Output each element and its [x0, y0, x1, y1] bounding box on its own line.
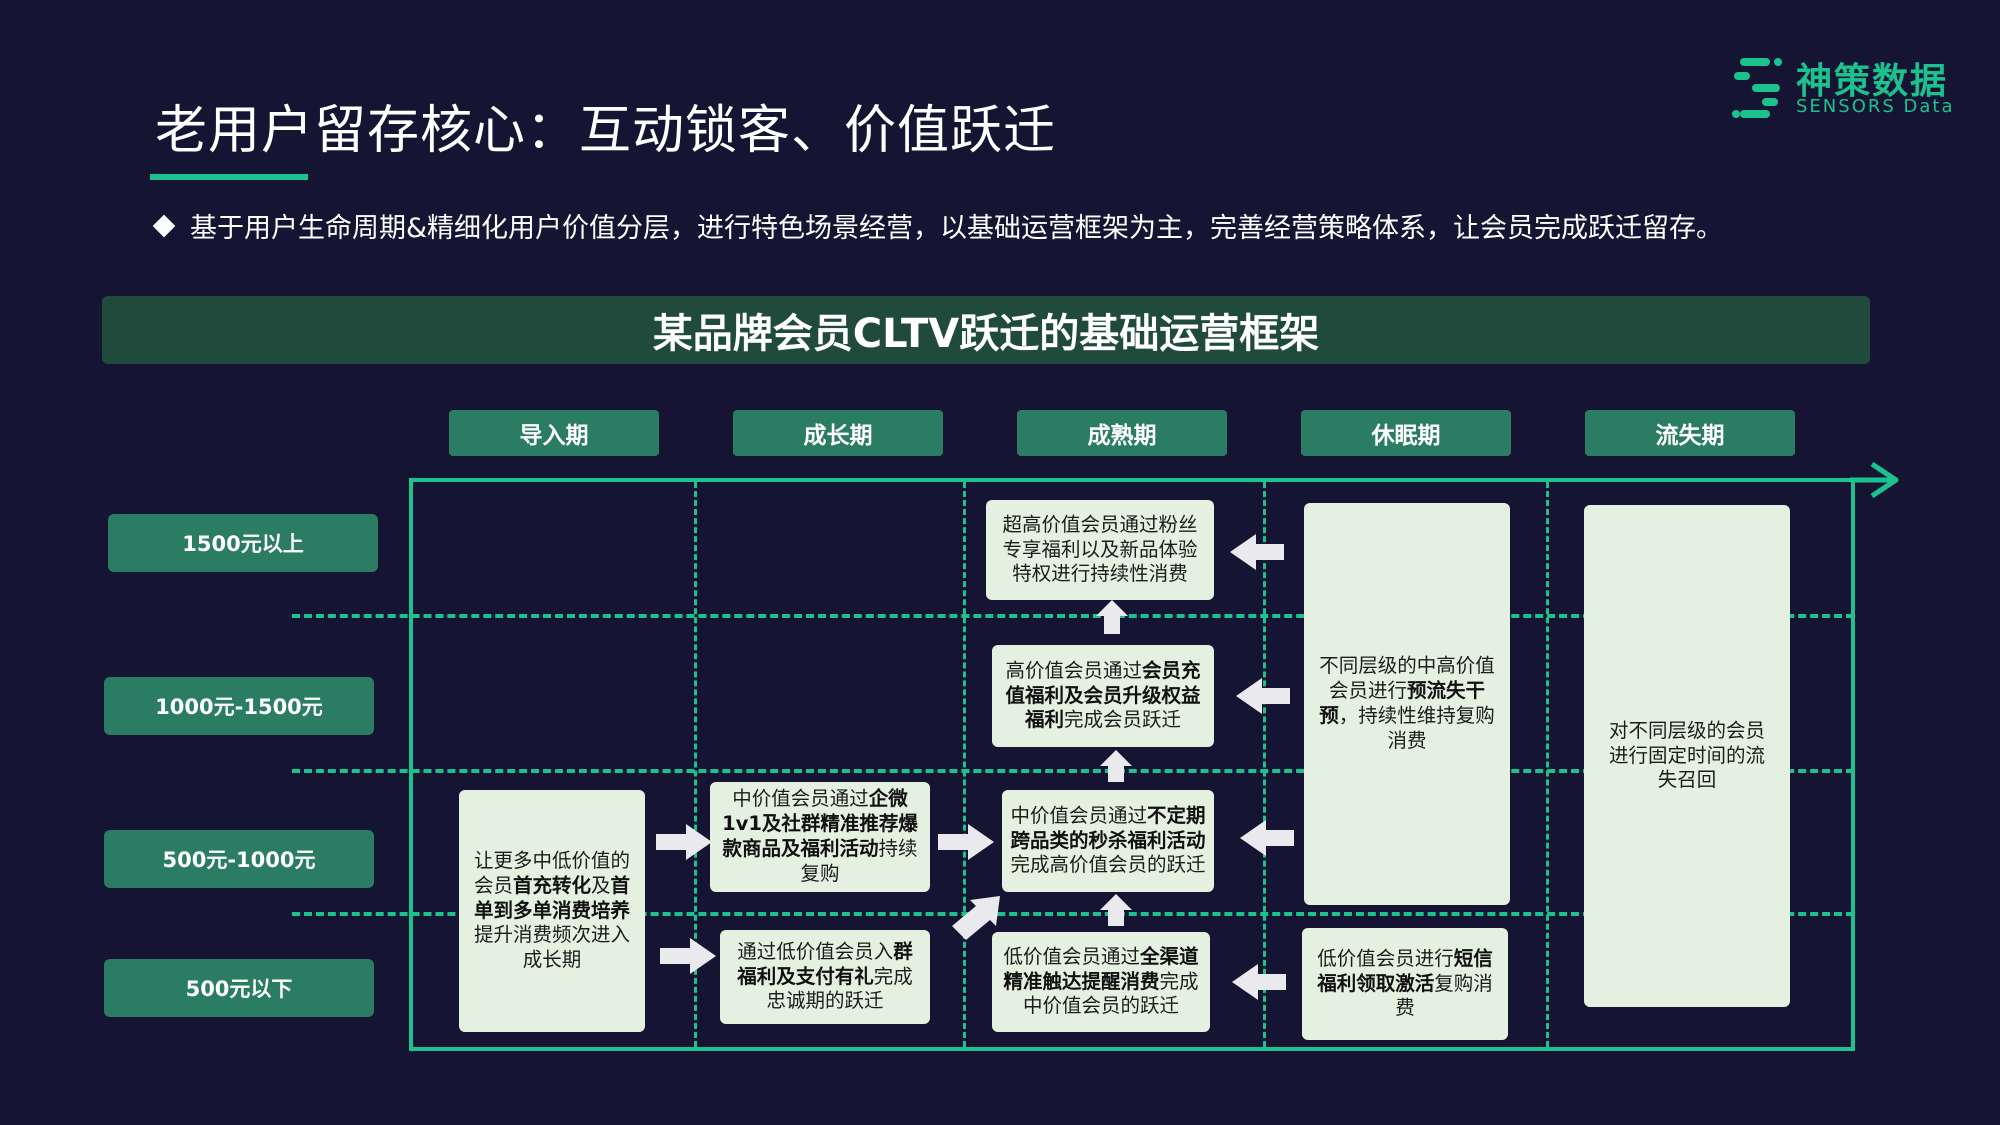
- page-title: 老用户留存核心：互动锁客、价值跃迁: [155, 101, 1057, 161]
- tier-divider: [292, 614, 1854, 618]
- framework-frame: [409, 478, 1855, 1051]
- tier-divider: [292, 769, 1854, 773]
- box-lost: 对不同层级的会员进行固定时间的流失召回: [1584, 505, 1790, 1007]
- title-underline: [150, 174, 308, 180]
- box-mature-low: 低价值会员通过全渠道精准触达提醒消费完成中价值会员的跃迁: [992, 932, 1210, 1032]
- logo-cn-text: 神策数据: [1796, 61, 1949, 102]
- box-dormant-high: 不同层级的中高价值会员进行预流失干预，持续性维持复购消费: [1304, 503, 1510, 905]
- box-mature-mid: 中价值会员通过不定期跨品类的秒杀福利活动完成高价值会员的跃迁: [1002, 790, 1214, 892]
- phase-growth: 成长期: [733, 410, 943, 456]
- left-arrow-icon: [1230, 534, 1284, 570]
- tier-under-500: 500元以下: [104, 959, 374, 1017]
- sensors-logo-icon: [1732, 56, 1784, 120]
- tier-1500-plus: 1500元以上: [108, 514, 378, 572]
- timeline-arrow: [1850, 461, 1899, 499]
- phase-divider: [694, 482, 697, 1047]
- tier-500-1000: 500元-1000元: [104, 830, 374, 888]
- box-mature-top: 超高价值会员通过粉丝专享福利以及新品体验特权进行持续性消费: [986, 500, 1214, 600]
- tier-divider: [292, 912, 1854, 916]
- tier-1000-1500: 1000元-1500元: [104, 677, 374, 735]
- up-arrow-icon: [1096, 600, 1128, 634]
- phase-intro: 导入期: [449, 410, 659, 456]
- left-arrow-icon: [1232, 964, 1286, 1000]
- box-growth-mid: 中价值会员通过企微1v1及社群精准推荐爆款商品及福利活动持续复购: [710, 782, 930, 892]
- phase-divider: [1546, 482, 1549, 1047]
- diagonal-arrow-icon: [952, 896, 1000, 940]
- framework-banner: 某品牌会员CLTV跃迁的基础运营框架: [102, 296, 1870, 364]
- logo-en-text: SENSORS Data: [1796, 96, 1955, 117]
- bullet-text: 基于用户生命周期&精细化用户价值分层，进行特色场景经营，以基础运营框架为主，完善…: [190, 213, 1724, 244]
- bullet-text-line: 基于用户生命周期&精细化用户价值分层，进行特色场景经营，以基础运营框架为主，完善…: [150, 206, 1723, 245]
- box-growth-low: 通过低价值会员入群福利及支付有礼完成忠诚期的跃迁: [720, 930, 930, 1024]
- left-arrow-icon: [1236, 678, 1290, 714]
- phase-dormant: 休眠期: [1301, 410, 1511, 456]
- right-arrow-icon: [660, 938, 716, 974]
- box-dormant-low: 低价值会员进行短信福利领取激活复购消费: [1302, 928, 1508, 1040]
- phase-lost: 流失期: [1585, 410, 1795, 456]
- right-arrow-icon: [938, 824, 994, 860]
- up-arrow-icon: [1100, 894, 1132, 926]
- box-intro: 让更多中低价值的会员首充转化及首单到多单消费培养提升消费频次进入成长期: [459, 790, 645, 1032]
- up-arrow-icon: [1100, 750, 1132, 782]
- right-arrow-icon: [656, 824, 712, 860]
- left-arrow-icon: [1240, 820, 1294, 856]
- phase-mature: 成熟期: [1017, 410, 1227, 456]
- phase-divider: [963, 482, 966, 1047]
- phase-divider: [1263, 482, 1266, 1047]
- box-mature-high: 高价值会员通过会员充值福利及会员升级权益福利完成会员跃迁: [992, 645, 1214, 747]
